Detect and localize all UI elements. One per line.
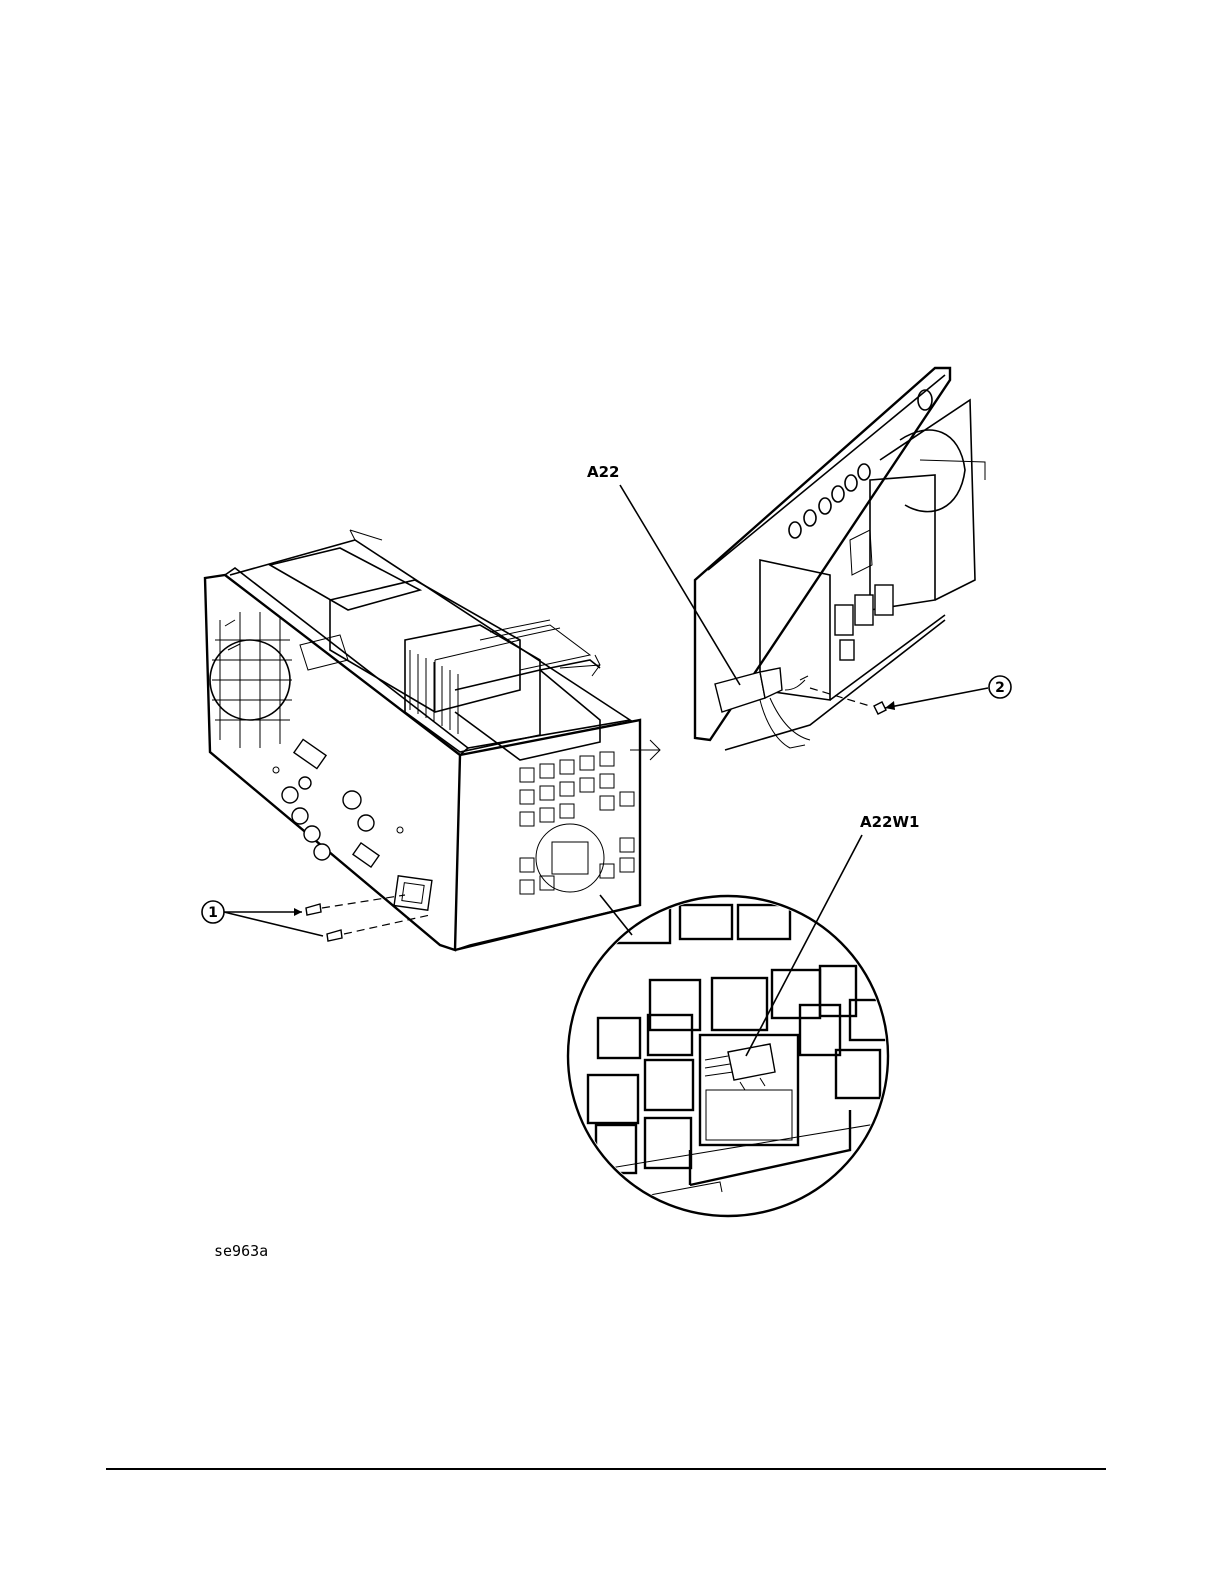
footer-rule xyxy=(106,1468,1106,1470)
a22w1-label: A22W1 xyxy=(860,813,919,831)
a22-module xyxy=(715,668,810,748)
front-panel-assembly: 2 xyxy=(695,368,1011,750)
callout-1-text: 1 xyxy=(208,905,218,921)
detail-magnifier: A22W1 xyxy=(568,813,919,1216)
a22-label: A22 xyxy=(587,463,619,481)
internal-assemblies xyxy=(270,548,600,760)
instrument-chassis xyxy=(205,530,660,950)
callout-2-text: 2 xyxy=(995,680,1005,696)
relays xyxy=(835,530,893,660)
vent-holes xyxy=(520,752,634,894)
a22-label-group: A22 xyxy=(587,463,740,685)
fan-grille xyxy=(210,612,292,748)
figure-id: se963a xyxy=(214,1242,268,1260)
